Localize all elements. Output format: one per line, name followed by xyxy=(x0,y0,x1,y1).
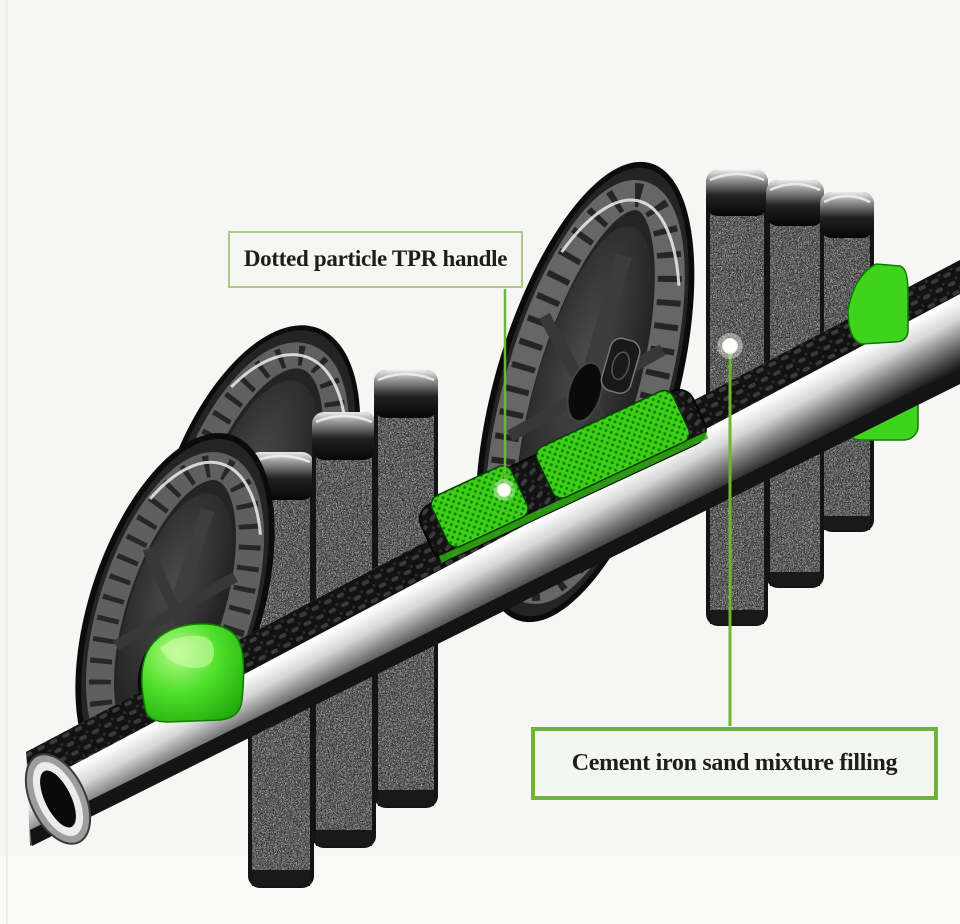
plate-hub xyxy=(566,361,604,423)
background-bottom xyxy=(0,856,960,924)
connecting-bar xyxy=(24,260,960,846)
handle-green-trim xyxy=(438,432,709,563)
callout-dot-filling xyxy=(717,333,743,359)
left-dumbbell xyxy=(75,325,438,888)
green-clip-left xyxy=(141,623,245,723)
tire-tread-grooves xyxy=(88,455,262,765)
callout-box-tpr-handle: Dotted particle TPR handle xyxy=(228,231,523,288)
callout-dot-tpr xyxy=(493,479,515,501)
plate-spoke xyxy=(113,572,238,651)
tpr-handle-sleeve xyxy=(418,388,709,563)
callout-label-tpr-handle: Dotted particle TPR handle xyxy=(243,246,508,272)
granite-plate xyxy=(374,370,438,808)
callout-box-filling: Cement iron sand mixture filling xyxy=(531,727,938,800)
plate-rim-highlight xyxy=(230,353,348,429)
brand-emblem xyxy=(600,337,641,395)
bar-bottom-edge xyxy=(30,368,960,846)
plate-rim-highlight xyxy=(560,198,681,286)
callout-label-filling: Cement iron sand mixture filling xyxy=(571,749,898,776)
green-clip-right-upper xyxy=(847,263,909,345)
tpr-grip-segment-2 xyxy=(535,389,691,499)
background-edge-line xyxy=(6,0,8,924)
clip-highlight xyxy=(160,635,214,668)
plate-rim-highlight xyxy=(148,460,262,535)
bar-tube-end xyxy=(24,753,92,845)
